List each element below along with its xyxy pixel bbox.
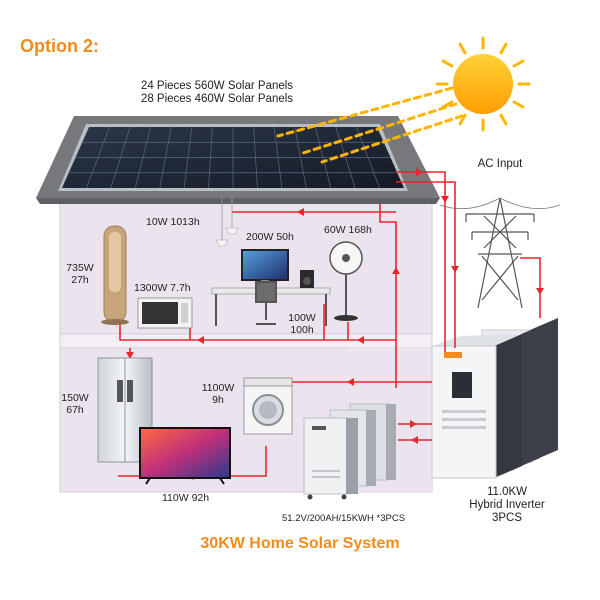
flow-arrows [126, 168, 544, 480]
hybrid-inverters [431, 318, 558, 479]
microwave-icon [137, 297, 193, 329]
solar-panel-array [58, 124, 408, 191]
flow-arrow [451, 266, 459, 273]
computer-desk-icon [211, 249, 331, 326]
wiring [118, 171, 541, 477]
lamp-shade-1 [225, 227, 239, 235]
lamp-label: 10W 1013h [146, 216, 200, 228]
microwave-label: 1300W 7.7h [134, 282, 191, 294]
page-heading: Option 2: [20, 36, 99, 56]
fridge-label: 150W 67h [58, 392, 92, 416]
sun-icon [276, 36, 531, 164]
heater-label: 735W 27h [62, 262, 98, 286]
inverter-power: 11.0KW [486, 486, 528, 498]
sun-disc [453, 54, 513, 114]
flow-arrow [347, 378, 354, 386]
washer-power: 1100W [201, 382, 235, 394]
flow-arrow [441, 196, 449, 203]
system-title: 30KW Home Solar System [200, 535, 400, 552]
battery-stack [303, 403, 396, 500]
roof-edge [36, 198, 440, 204]
inverter-count: 3PCS [491, 512, 523, 524]
flow-arrow [411, 436, 418, 444]
tower-heater-icon [101, 225, 129, 325]
computer-screen [241, 249, 289, 281]
ac-input-label: AC Input [477, 158, 523, 170]
speaker-power: 100W [288, 312, 316, 324]
tv-icon [139, 427, 231, 485]
wire-panel-inverter-2 [396, 181, 456, 348]
flow-arrow [410, 420, 417, 428]
computer-label: 200W 50h [246, 231, 294, 243]
panel-spec-label: 24 Pieces 560W Solar Panels 28 Pieces 46… [112, 80, 322, 106]
inverter-label: 11.0KW Hybrid Inverter 3PCS [452, 486, 562, 525]
inverter-display [452, 372, 472, 398]
pendant-lamps [215, 196, 239, 247]
tv-label: 110W 92h [162, 492, 210, 504]
flow-arrow [126, 352, 134, 359]
flow-arrow [297, 208, 304, 216]
flow-arrow [536, 288, 544, 295]
fridge-hours: 67h [66, 404, 84, 416]
inverter-logo [444, 352, 462, 358]
fan-label: 60W 168h [324, 224, 372, 236]
upper-floor [59, 333, 433, 349]
standing-fan-icon [329, 241, 363, 321]
speaker-hours: 100h [290, 324, 314, 336]
washer-label: 1100W 9h [198, 382, 238, 406]
heater-hours: 27h [71, 274, 89, 286]
panel-grid [68, 126, 398, 189]
wire-panel-inverter [396, 171, 446, 352]
fridge-power: 150W [61, 392, 89, 404]
wire-ac-inverter [520, 257, 541, 318]
flow-arrow [357, 336, 364, 344]
office-chair-icon [255, 281, 277, 325]
inverter-type: Hybrid Inverter [469, 499, 545, 511]
heater-power: 735W [66, 262, 94, 274]
inverter-unit-1 [431, 334, 522, 479]
flow-arrow [392, 267, 400, 274]
washer-hours: 9h [212, 394, 224, 406]
washing-machine-icon [243, 377, 293, 435]
speaker-label: 100W 100h [286, 312, 318, 336]
power-tower-icon [439, 197, 561, 309]
flow-arrow [416, 168, 423, 176]
flow-arrow [197, 336, 204, 344]
battery-unit-1 [303, 417, 358, 500]
wire-panel-drop [379, 204, 397, 388]
panel-spec-line2: 28 Pieces 460W Solar Panels [140, 93, 294, 105]
battery-label: 51.2V/200AH/15KWH *3PCS [282, 513, 406, 524]
panel-spec-line1: 24 Pieces 560W Solar Panels [140, 80, 294, 92]
lamp-shade-2 [215, 239, 229, 247]
sun-beams [276, 86, 464, 164]
